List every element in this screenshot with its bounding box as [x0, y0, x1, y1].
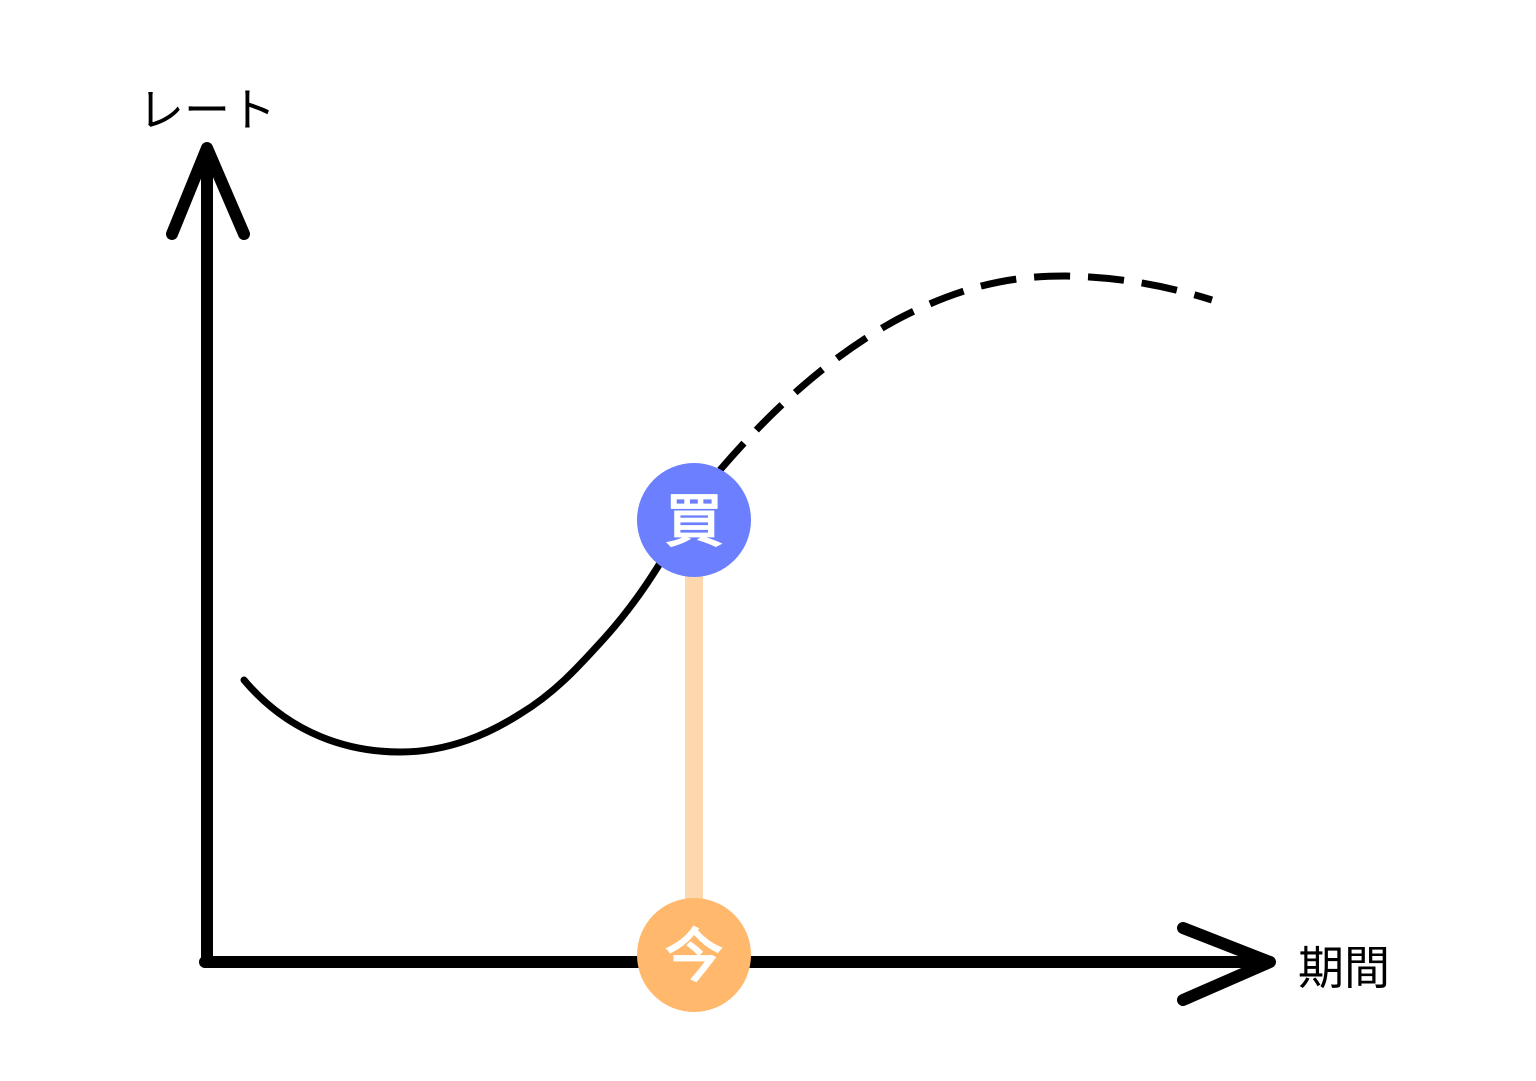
- rate-curve-forecast: [717, 272, 1214, 473]
- rate-curve-past: [240, 556, 666, 756]
- x-axis-label: 期間: [1298, 941, 1390, 995]
- y-axis-arrowhead: [166, 142, 250, 240]
- y-axis-label: レート: [138, 83, 276, 137]
- buy-marker: 買: [637, 463, 751, 577]
- now-marker: 今: [637, 898, 751, 1012]
- x-axis-arrowhead: [1177, 922, 1276, 1006]
- now-marker-label: 今: [665, 922, 723, 990]
- buy-marker-label: 買: [665, 487, 723, 555]
